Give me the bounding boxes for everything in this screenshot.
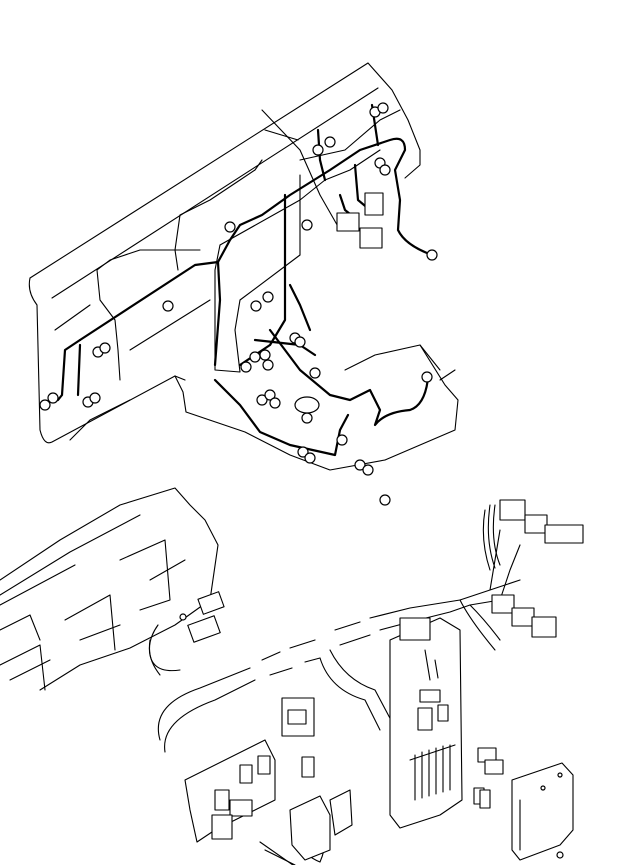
- small-relays: [473, 747, 504, 809]
- relay-connector: [281, 697, 315, 737]
- fuse-and-connector: [289, 756, 353, 861]
- dashboard-fragment: [0, 487, 219, 691]
- exploded-components-view: [0, 487, 584, 865]
- dashboard-harness-view: [28, 62, 459, 506]
- fuse-box: [389, 617, 463, 829]
- right-connectors: [482, 499, 584, 638]
- connectors-upper-left: [179, 591, 225, 643]
- control-module: [511, 762, 574, 861]
- relay-block: [184, 739, 276, 843]
- wire-harness: [56, 103, 434, 457]
- connectors: [39, 102, 438, 506]
